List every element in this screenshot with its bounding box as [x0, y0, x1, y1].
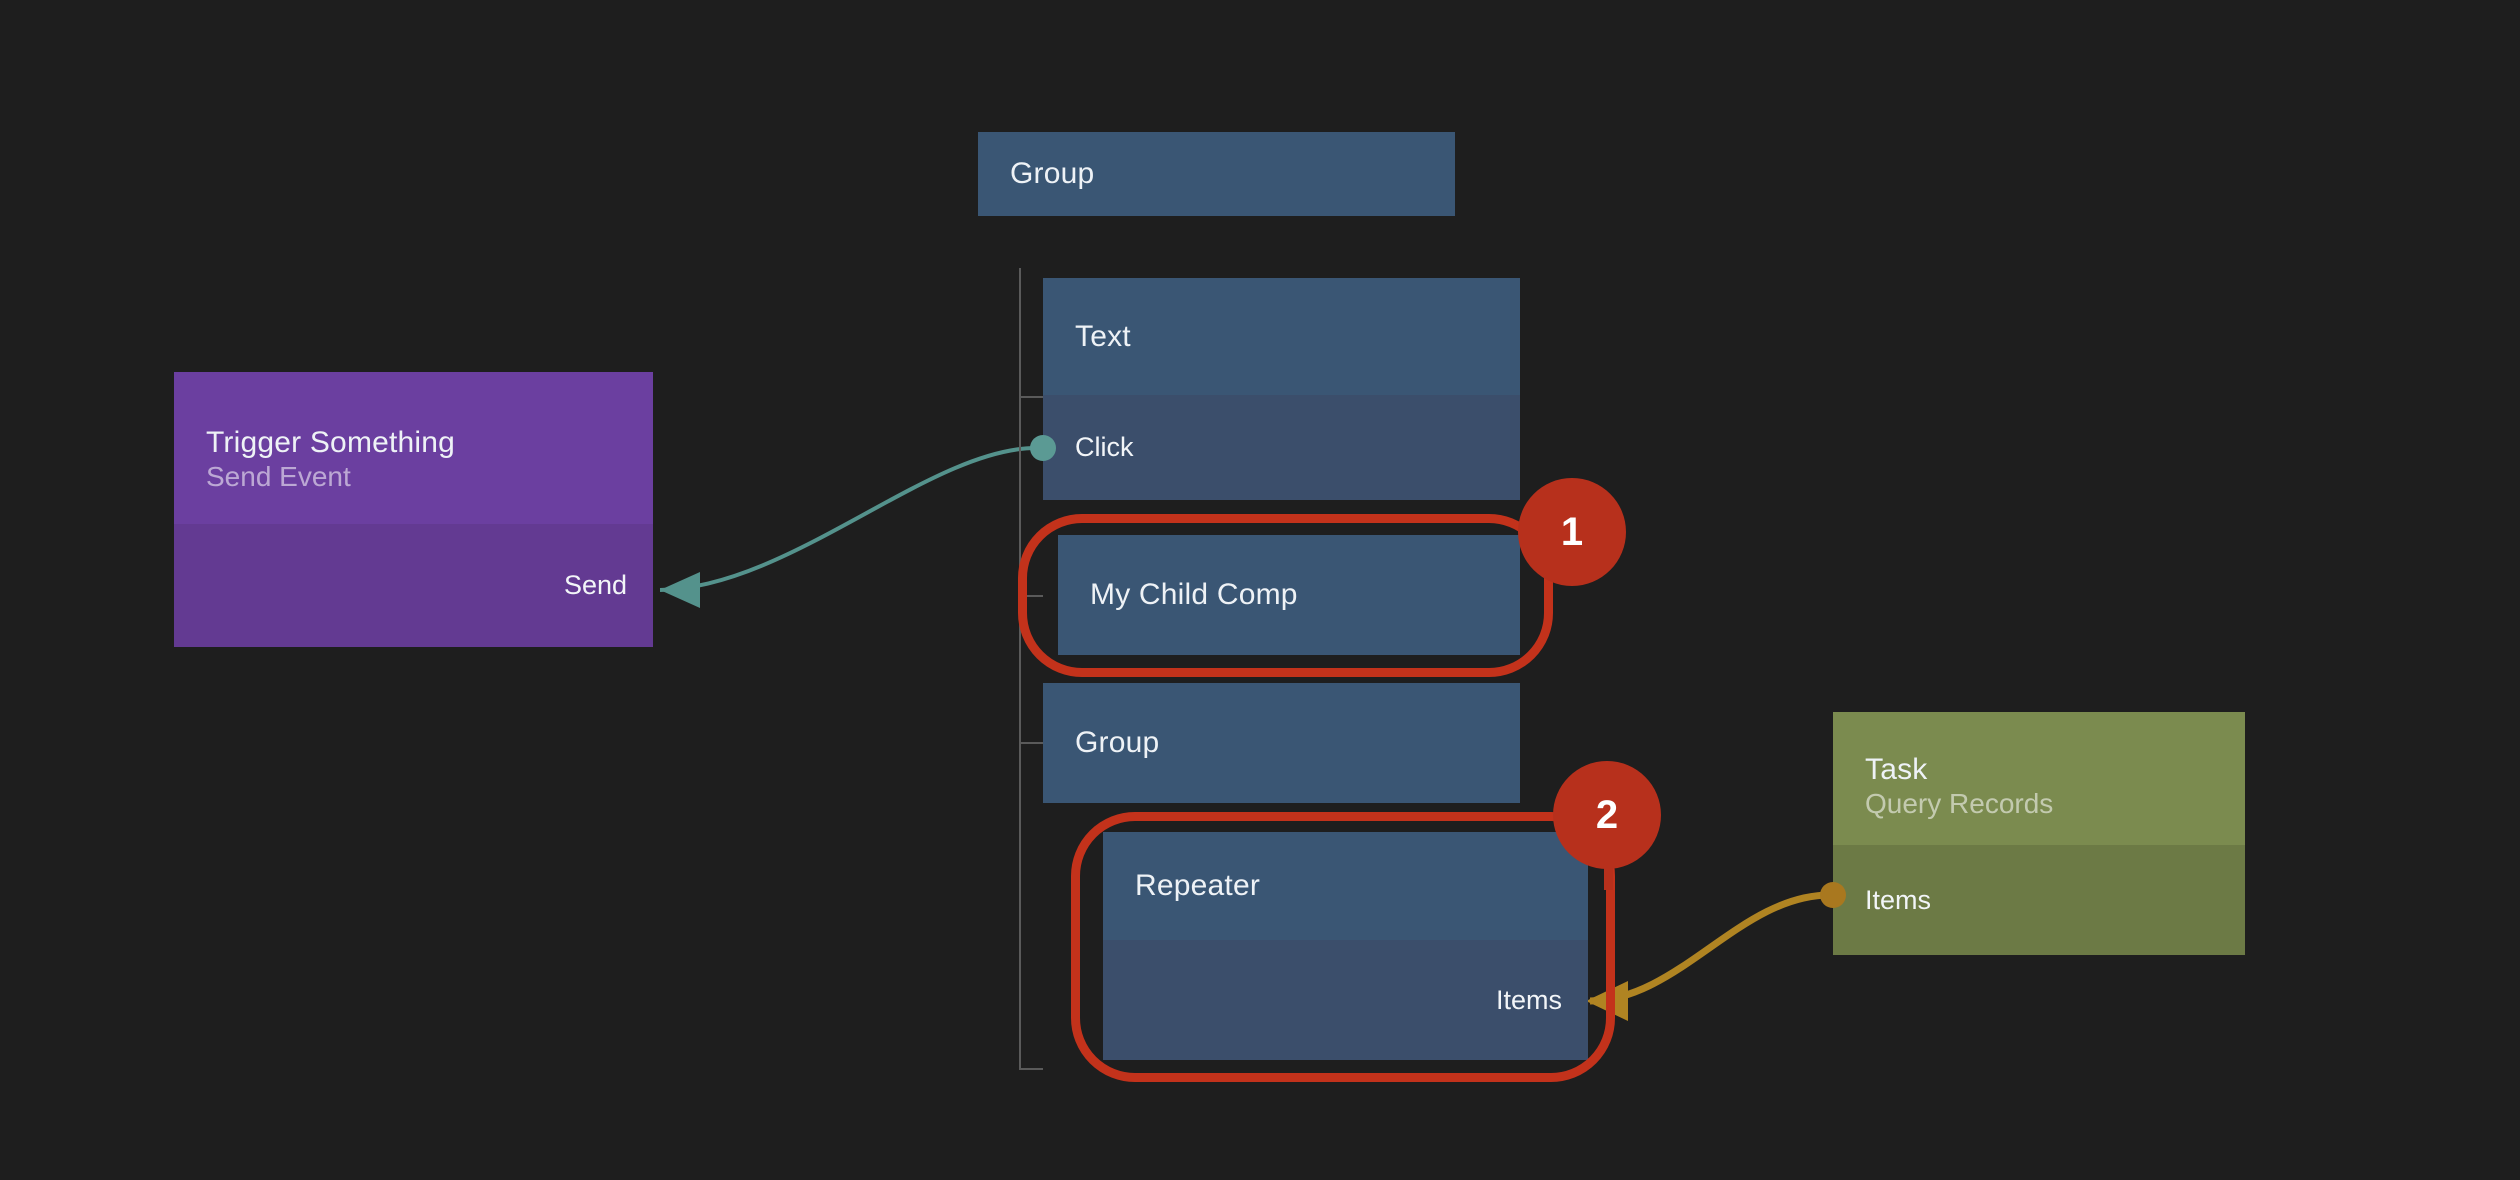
- wire-click-to-send: [659, 446, 1037, 608]
- trigger-send-port[interactable]: Send: [174, 570, 653, 601]
- trigger-something-body: Send: [174, 524, 653, 647]
- text-node[interactable]: Text Click: [1043, 278, 1520, 500]
- repeater-items-label: Items: [1495, 984, 1562, 1015]
- text-node-header: Text: [1043, 278, 1520, 395]
- annotation-badge-2[interactable]: 2: [1553, 761, 1661, 869]
- tree-tick-group: [1019, 742, 1043, 744]
- repeater-title: Repeater: [1135, 869, 1261, 903]
- task-subtitle: Query Records: [1865, 788, 2054, 820]
- repeater-items-port[interactable]: Items: [1103, 985, 1588, 1016]
- text-node-click-port[interactable]: Click: [1043, 432, 1520, 463]
- annotation-badge-1-number: 1: [1560, 510, 1584, 554]
- repeater-node[interactable]: Repeater Items: [1103, 832, 1588, 1060]
- tree-tick-repeater: [1019, 1068, 1043, 1070]
- tree-tick-my-child-comp: [1019, 595, 1043, 597]
- trigger-something-node[interactable]: Trigger Something Send Event Send: [174, 372, 653, 647]
- task-body: Items: [1833, 845, 2245, 955]
- task-node[interactable]: Task Query Records Items: [1833, 712, 2245, 955]
- trigger-something-title: Trigger Something: [206, 425, 456, 459]
- repeater-body: Items: [1103, 940, 1588, 1060]
- task-items-port[interactable]: Items: [1833, 885, 2245, 916]
- tree-rail-vertical: [1019, 268, 1021, 1070]
- trigger-something-subtitle: Send Event: [206, 460, 351, 492]
- root-group-header: Group: [978, 132, 1455, 216]
- text-node-title: Text: [1075, 319, 1131, 353]
- task-header: Task Query Records: [1833, 712, 2245, 845]
- annotation-ring-1: [1018, 514, 1553, 677]
- my-child-comp-node[interactable]: My Child Comp: [1058, 535, 1520, 655]
- task-items-label: Items: [1865, 884, 1932, 915]
- child-group-header: Group: [1043, 683, 1520, 803]
- my-child-comp-title: My Child Comp: [1090, 578, 1298, 612]
- root-group-node[interactable]: Group: [978, 132, 1455, 216]
- task-items-port-dot[interactable]: [1820, 882, 1846, 908]
- annotation-ring-2: [1071, 812, 1615, 1082]
- trigger-something-header: Trigger Something Send Event: [174, 372, 653, 524]
- text-node-click-port-dot[interactable]: [1030, 435, 1056, 461]
- repeater-header: Repeater: [1103, 832, 1588, 940]
- child-group-node[interactable]: Group: [1043, 683, 1520, 803]
- trigger-send-label: Send: [563, 570, 627, 600]
- root-group-title: Group: [1010, 157, 1095, 191]
- wire-items-to-items: [1586, 891, 1831, 1021]
- annotation-badge-1[interactable]: 1: [1518, 478, 1626, 586]
- text-node-click-label: Click: [1075, 432, 1134, 462]
- task-title: Task: [1865, 753, 1928, 786]
- annotation-badge-2-number: 2: [1595, 793, 1619, 837]
- child-group-title: Group: [1075, 726, 1160, 760]
- tree-tick-text: [1019, 396, 1043, 398]
- my-child-comp-header: My Child Comp: [1058, 535, 1520, 655]
- text-node-body: Click: [1043, 395, 1520, 500]
